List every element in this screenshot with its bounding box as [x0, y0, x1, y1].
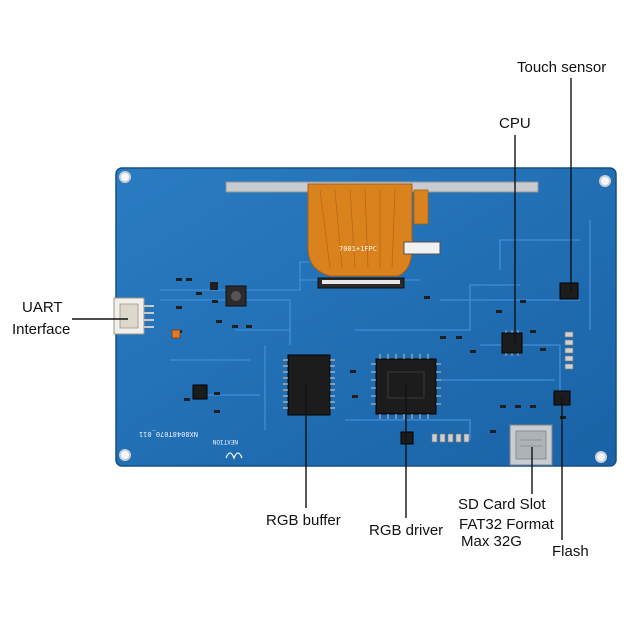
rgb-buffer-label: RGB buffer: [266, 512, 341, 529]
fpc-connector-small: [403, 241, 441, 255]
debug-header: [564, 331, 574, 370]
mounting-holes: [119, 171, 611, 463]
small-transistor: [400, 431, 414, 445]
fpc-connector-latch: [322, 280, 400, 284]
mini-led: [171, 329, 181, 339]
fpc-traces: [319, 189, 396, 269]
max-capacity-label: Max 32G: [461, 533, 522, 550]
uart-connector: [113, 297, 154, 335]
flash-label: Flash: [552, 543, 589, 560]
sd-card-slot: [509, 424, 553, 466]
smd-components: [176, 278, 566, 433]
fpc-label: 7001+1FPC: [339, 245, 377, 253]
fpc-tail: [413, 189, 429, 225]
leader-lines: [72, 78, 572, 540]
fpc-ribbon: [307, 183, 413, 277]
uart-label-line1: UART: [22, 299, 63, 316]
uart-label-line2: Interface: [12, 321, 71, 338]
board-brand-silkscreen: NEXTION: [212, 438, 238, 445]
fat32-format-label: FAT32 Format: [459, 516, 554, 533]
brand-logo: [225, 452, 243, 460]
inductor-core: [231, 291, 241, 301]
power-ic: [192, 384, 208, 400]
touch-sensor-label: Touch sensor: [517, 59, 607, 76]
rgb-buffer-chip: [283, 354, 335, 416]
board-model-silkscreen: NX8048T070_011: [139, 430, 198, 438]
rgb-driver-label: RGB driver: [369, 522, 444, 539]
bottom-header: [431, 433, 470, 443]
touch-sensor-chip: [559, 282, 579, 300]
sd-card-slot-label: SD Card Slot: [458, 496, 546, 513]
cpu-chip: [501, 330, 523, 356]
cpu-label: CPU: [499, 115, 531, 132]
